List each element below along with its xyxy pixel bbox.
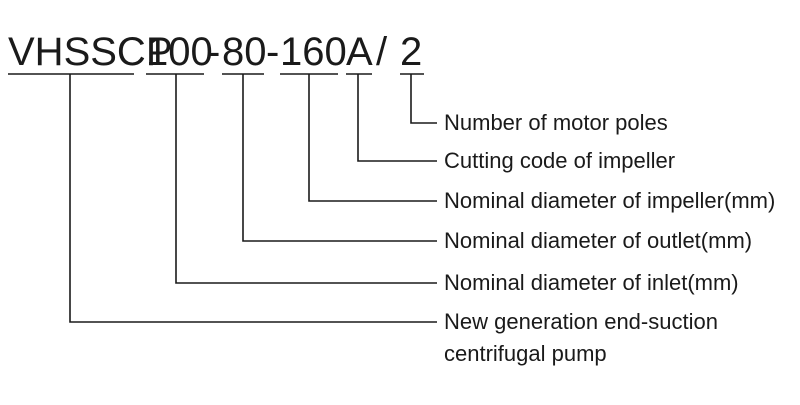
label-cutting-code: Cutting code of impeller <box>444 148 676 173</box>
code-impeller: 160 <box>280 30 347 74</box>
leader-inlet-diameter <box>175 74 437 284</box>
leader-cutting-code <box>357 74 437 162</box>
code-inlet: 100 <box>146 30 213 74</box>
label-pump-type-line2: centrifugal pump <box>444 341 607 366</box>
leader-motor-poles <box>410 74 437 124</box>
label-motor-poles: Number of motor poles <box>444 110 668 135</box>
label-outlet-diameter: Nominal diameter of outlet(mm) <box>444 228 753 253</box>
label-inlet-diameter: Nominal diameter of inlet(mm) <box>444 270 739 295</box>
leader-outlet-diameter <box>242 74 437 242</box>
code-series: VHSSCP <box>8 30 173 74</box>
code-slash: / <box>376 30 388 74</box>
label-impeller-diameter: Nominal diameter of impeller(mm) <box>444 188 776 213</box>
code-cutting: A <box>346 30 373 74</box>
leader-pump-type <box>69 74 437 323</box>
code-outlet: 80 <box>222 30 267 74</box>
code-dash-2: - <box>266 30 280 74</box>
label-pump-type-line1: New generation end-suction <box>444 309 718 334</box>
code-dash-1: - <box>207 30 221 74</box>
leader-impeller-diameter <box>308 74 437 202</box>
code-poles: 2 <box>400 30 423 74</box>
